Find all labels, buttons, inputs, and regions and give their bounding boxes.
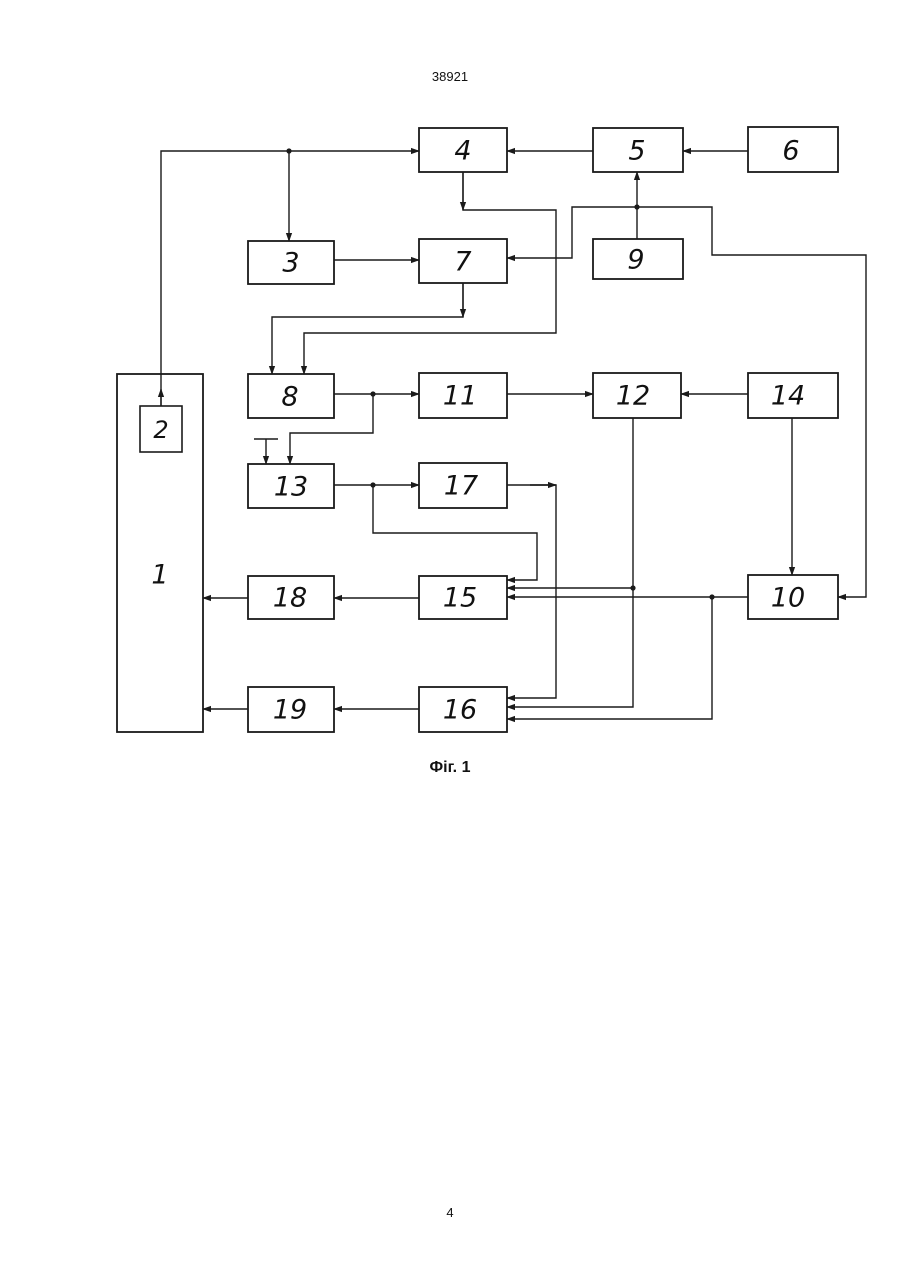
block-15-label: 15 [443,583,477,614]
block-10-label: 10 [771,583,805,614]
block-9-label: 9 [627,245,644,276]
block-11: 11 [419,373,507,418]
block-7: 7 [419,239,507,283]
block-6: 6 [748,127,838,172]
block-17: 17 [419,463,507,508]
wire-10-to-16 [507,597,712,719]
block-3-label: 3 [282,248,299,279]
block-14-label: 14 [771,381,805,412]
block-10: 10 [748,575,838,619]
block-2-label: 2 [153,416,168,444]
block-13-label: 13 [274,472,308,503]
block-17-label: 17 [444,471,478,502]
block-12: 12 [593,373,681,418]
block-18-label: 18 [273,583,307,614]
block-7-label: 7 [454,247,471,278]
block-4: 4 [419,128,507,172]
block-19-label: 19 [273,695,307,726]
block-16: 16 [419,687,507,732]
figure-caption: Фіг. 1 [0,759,900,777]
block-14: 14 [748,373,838,418]
block-18: 18 [248,576,334,619]
block-11-label: 11 [443,381,477,412]
block-5-label: 5 [628,136,645,167]
page-number: 4 [0,1205,900,1220]
block-15: 15 [419,576,507,619]
block-1-label: 1 [151,560,168,591]
block-13: 13 [248,464,334,508]
block-5: 5 [593,128,683,172]
block-4-label: 4 [454,136,471,167]
block-19: 19 [248,687,334,732]
block-8-label: 8 [281,382,298,413]
block-9: 9 [593,239,683,279]
wire-7-to-8 [272,283,463,374]
block-12-label: 12 [616,381,650,412]
block-2: 2 [140,406,182,452]
block-6-label: 6 [782,136,799,167]
wire-17-to-16 [507,485,556,698]
block-8: 8 [248,374,334,418]
wire-12-to-16 [507,418,633,707]
block-3: 3 [248,241,334,284]
block-16-label: 16 [443,695,477,726]
